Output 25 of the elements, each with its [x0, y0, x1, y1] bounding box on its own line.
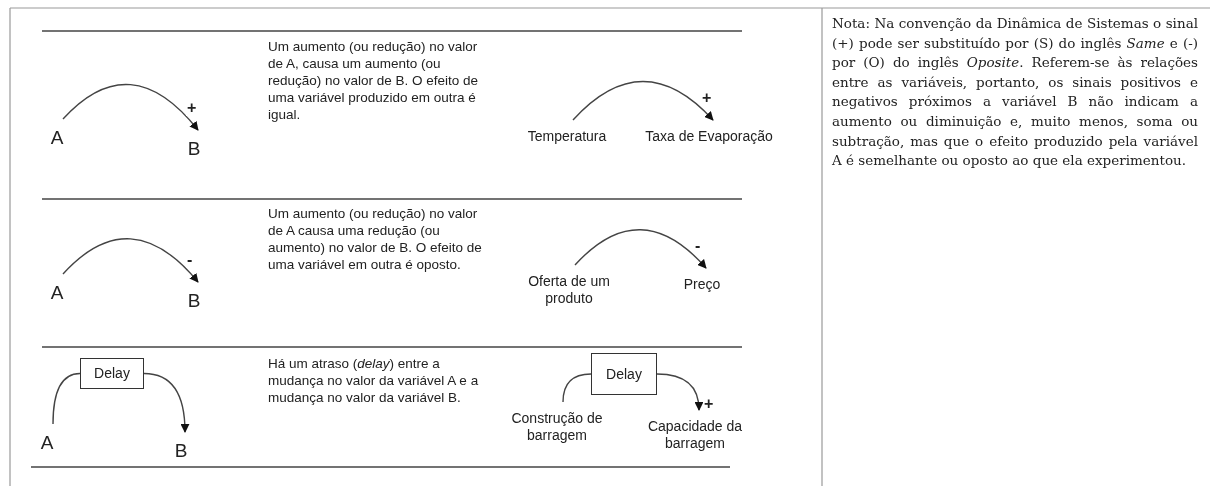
- delay-box: Delay: [80, 358, 144, 389]
- arrow: [62, 238, 199, 283]
- variable-label: Construção de barragem: [505, 410, 609, 446]
- edge-label: +: [186, 100, 198, 116]
- variable-label: A: [38, 432, 56, 456]
- delay-box: Delay: [591, 353, 657, 395]
- variable-label: A: [48, 127, 66, 151]
- description-text: Há um atraso (delay) entre a mudança no valor da variável A e a mudança no valor da variável B.: [268, 355, 480, 406]
- description-text: Um aumento (ou redução) no valor de A, causa um aumento (ou redução) no valor de B. O efeito de uma variável produzido em outra é igual.: [268, 38, 480, 123]
- variable-label: Capacidade da barragem: [643, 418, 747, 454]
- arrow: [572, 80, 714, 121]
- variable-label: B: [185, 290, 203, 314]
- note-paragraph: Nota: Na convenção da Dinâmica de Sistemas o sinal (+) pode ser substituído por (S) do inglês Same e (-) por (O) do inglês Oposite. Referem-se às relações entre as variáveis, portanto, os sinais positivos e negativos próximos a variável B não indicam a aumento ou diminuição e, muito menos, soma ou subtração, mas que o efeito produzido pela variável A é semelhante ou oposto ao que ela experimentou.: [832, 14, 1198, 171]
- variable-label: A: [48, 282, 66, 306]
- variable-label: B: [172, 440, 190, 464]
- description-text: Um aumento (ou redução) no valor de A causa uma redução (ou aumento) no valor de B. O efeito de uma variável em outra é oposto.: [268, 205, 483, 273]
- variable-label: Preço: [676, 276, 728, 294]
- arrow: [574, 229, 707, 269]
- arrow: [62, 83, 199, 131]
- variable-label: Oferta de um produto: [518, 273, 620, 309]
- variable-label: Temperatura: [518, 128, 616, 146]
- variable-label: Taxa de Evaporação: [634, 128, 784, 146]
- variable-label: B: [185, 138, 203, 162]
- arrow: [656, 373, 704, 411]
- arrow: [143, 372, 190, 433]
